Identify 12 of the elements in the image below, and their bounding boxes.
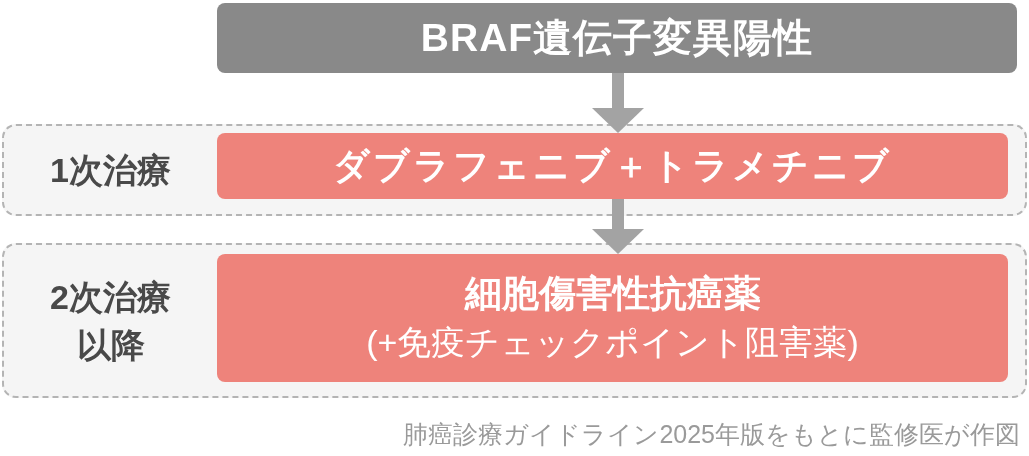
stage-label: 1次治療 (50, 150, 171, 191)
stage-label: 2次治療以降 (49, 276, 172, 366)
header-text: BRAF遺伝子変異陽性 (420, 15, 814, 61)
treatment-box (217, 133, 1008, 199)
stage-band (2, 243, 1027, 398)
header-box (217, 3, 1017, 73)
treatment-box (217, 254, 1008, 382)
drug-note: (+免疫チェックポイント阻害薬) (366, 322, 859, 363)
stage-band (2, 124, 1027, 216)
source-caption: 肺癌診療ガイドライン2025年版をもとに監修医が作図 (403, 419, 1020, 450)
drug-name: 細胞傷害性抗癌薬 (464, 272, 761, 316)
drug-name: ダブラフェニブ＋トラメチニブ (333, 144, 892, 188)
